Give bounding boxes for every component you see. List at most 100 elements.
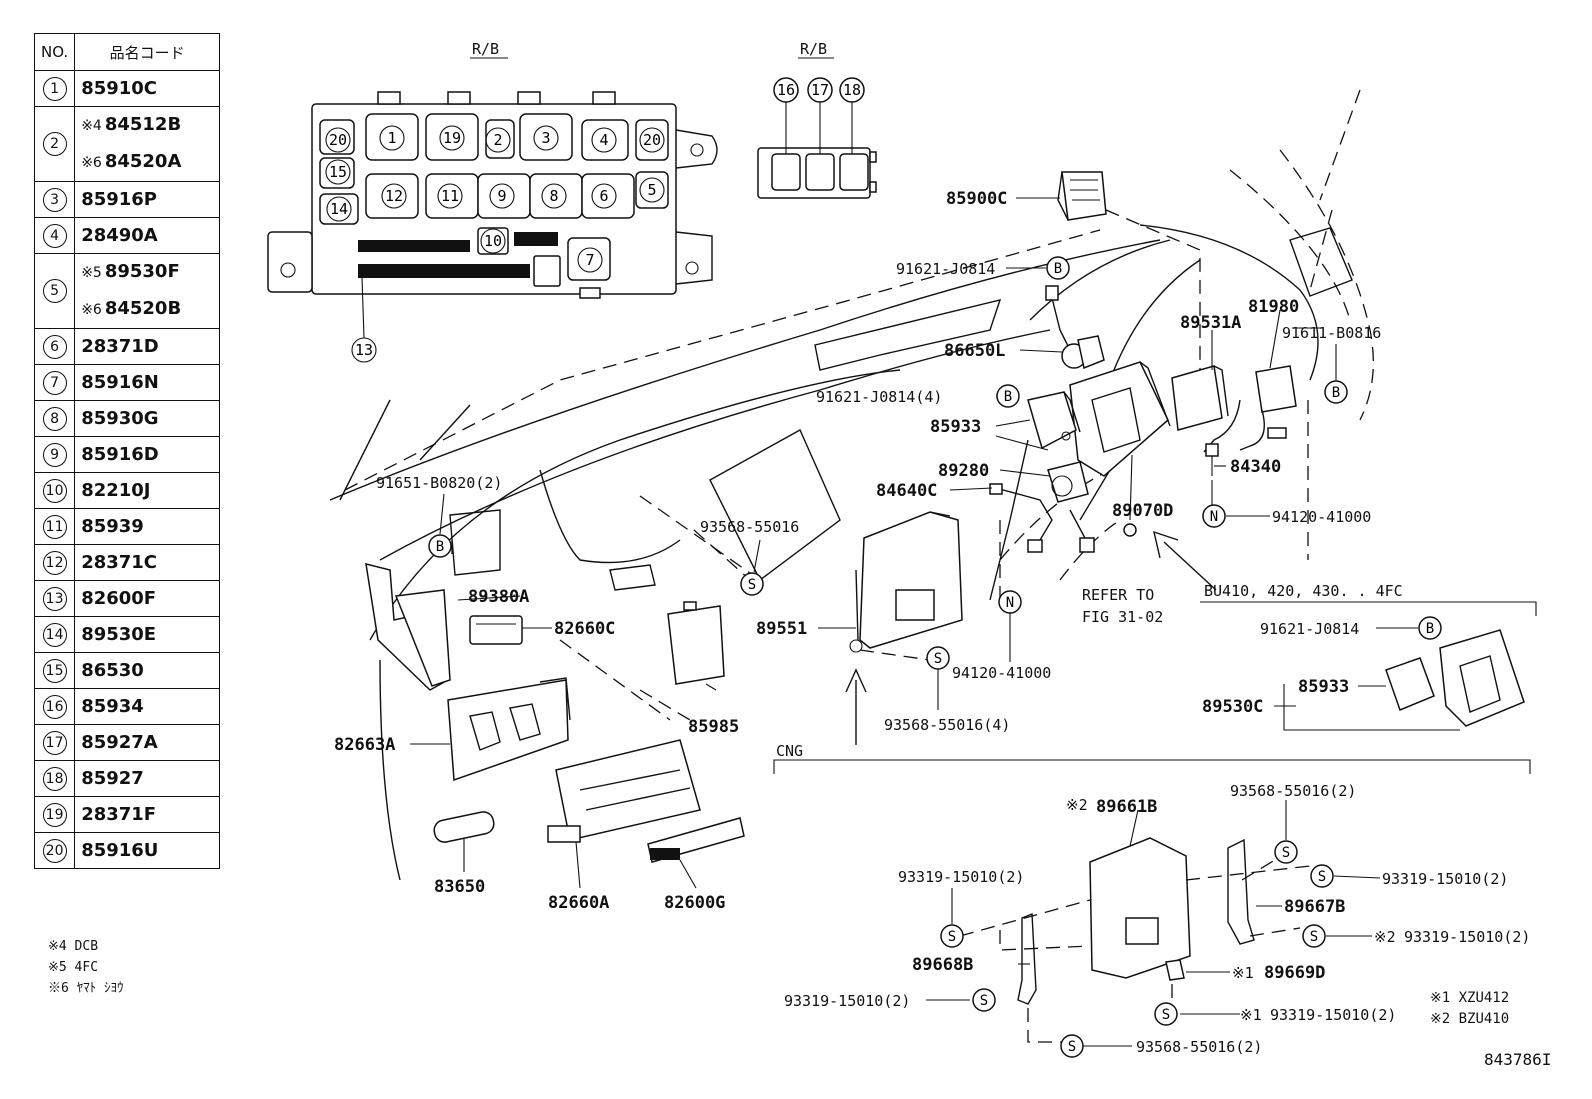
slot-8-label: 8 (549, 187, 558, 205)
slot-3-label: 3 (541, 129, 550, 147)
fastener-b-5: B (1418, 616, 1442, 640)
slot-5-label: 5 (647, 181, 656, 199)
legend-number-circle: 4 (42, 223, 67, 248)
mark-2-93319: ※2 (1374, 928, 1396, 946)
component-89668b (1017, 912, 1037, 1005)
component-82660c (469, 615, 523, 645)
fastener-s-letter: S (980, 993, 988, 1009)
legend-code-cell: 82600F (74, 580, 220, 617)
legend-code-cell: 85916N (74, 364, 220, 401)
legend-code-line: 85916P (81, 189, 157, 210)
leader-lines (410, 197, 1460, 1047)
part-labels: 85900C 91621-J0814 86650L 89531A 81980 9… (334, 189, 1530, 1056)
slot-18-label: 18 (843, 81, 861, 99)
legend-code-cell: 85927 (74, 760, 220, 797)
legend-code-mark: ※5 (81, 265, 102, 281)
part-85900c: 85900C (946, 189, 1007, 209)
legend-code-line: 85927A (81, 732, 158, 753)
slot-9-label: 9 (497, 187, 506, 205)
legend-number-circle: 20 (42, 838, 67, 863)
slot-17-label: 17 (811, 81, 829, 99)
legend-header-code: 品名コード (74, 33, 220, 71)
part-93319-15010-2-c: 93319-15010(2) (1404, 928, 1530, 946)
legend-part-code: 85916D (81, 444, 159, 465)
legend-number-circle: 16 (42, 694, 67, 719)
part-85985: 85985 (688, 717, 739, 737)
fastener-b-letter: B (1054, 261, 1062, 277)
part-91621-j0814-sub: 91621-J0814 (1260, 620, 1359, 638)
fastener-b-letter: B (436, 539, 444, 555)
legend-row: 4 28490A (33, 217, 220, 254)
legend-number-circle: 12 (42, 550, 67, 575)
legend-number-cell: 8 (33, 400, 76, 437)
fastener-s-letter: S (1282, 845, 1290, 861)
part-94120-41000-mid: 94120-41000 (952, 664, 1051, 682)
legend-number-circle: 7 (42, 370, 67, 395)
legend-part-code: 85930G (81, 408, 159, 429)
slot-1-label: 1 (387, 129, 396, 147)
fastener-b-letter: B (1332, 385, 1340, 401)
legend-part-code: 89530F (104, 261, 180, 282)
legend-code-mark: ※4 (81, 118, 102, 134)
part-93568-55016-2-top: 93568-55016(2) (1230, 782, 1356, 800)
legend-number-cell: 10 (33, 472, 76, 509)
legend-code-cell: 85934 (74, 688, 220, 725)
legend-number-cell: 11 (33, 508, 76, 545)
legend-number-cell: 2 (33, 106, 76, 182)
legend-number-circle: 3 (42, 187, 67, 212)
legend-code-cell: 85927A (74, 724, 220, 761)
legend-part-code: 82210J (81, 480, 151, 501)
legend-code-cell: 85916P (74, 181, 220, 218)
legend-part-code: 85939 (81, 516, 144, 537)
part-82663a: 82663A (334, 735, 395, 755)
part-91621-j0814-4: 91621-J0814(4) (816, 388, 942, 406)
legend-code-mark: ※6 (81, 155, 102, 171)
fastener-s-2: S (926, 646, 950, 670)
part-89669d: 89669D (1264, 963, 1325, 983)
legend-number-circle: 6 (42, 334, 67, 359)
slot-14-label: 14 (330, 200, 348, 218)
fastener-s-letter: S (1162, 1007, 1170, 1023)
legend-part-code: 84520B (104, 298, 182, 319)
part-91621-j0814-top: 91621-J0814 (896, 260, 995, 278)
legend-part-code: 28490A (81, 225, 158, 246)
legend-code-cell: 85930G (74, 400, 220, 437)
fastener-s-letter: S (1318, 869, 1326, 885)
fastener-s-3: S (1274, 840, 1298, 864)
callout-refer-2: FIG 31-02 (1082, 608, 1163, 626)
figure-id: 843786I (1484, 1050, 1552, 1069)
dashboard-outline (329, 89, 1374, 881)
part-93319-15010-2-d: 93319-15010(2) (784, 992, 910, 1010)
fastener-b-letter: B (1426, 621, 1434, 637)
legend-header-no: NO. (33, 33, 76, 71)
slot-20b-label: 20 (643, 131, 661, 149)
legend-part-code: 84512B (104, 114, 182, 135)
legend-part-code: 85916P (81, 189, 158, 210)
part-89070d: 89070D (1112, 501, 1173, 521)
legend-code-line: 28371D (81, 336, 159, 357)
notes-right: ※1 XZU412 ※2 BZU410 (1430, 988, 1509, 1030)
legend-number-cell: 3 (33, 181, 76, 218)
legend-code-cell: 28371F (74, 796, 220, 833)
legend-number-circle: 14 (42, 622, 67, 647)
fastener-s-6: S (1302, 924, 1326, 948)
legend-code-line: 85916D (81, 444, 159, 465)
slot-16-label: 16 (777, 81, 795, 99)
part-91611-b0816: 91611-B0816 (1282, 324, 1381, 342)
rb-main-label: R/B (472, 40, 499, 58)
legend-part-code: 85927 (81, 768, 144, 789)
legend-number-cell: 18 (33, 760, 76, 797)
slot-6-label: 6 (599, 187, 608, 205)
fastener-n-2: N (998, 590, 1022, 614)
note-line: ※5 4FC (48, 960, 99, 975)
slot-13-label: 13 (355, 341, 373, 359)
